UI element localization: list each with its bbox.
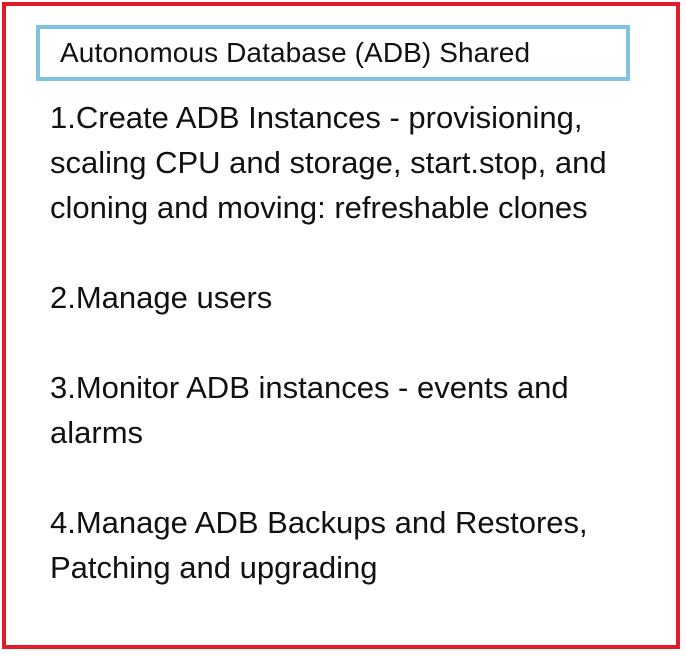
- document-frame: [2, 2, 680, 649]
- list-item-manage-users: 2.Manage users: [50, 280, 273, 315]
- list-item-create-instances: 1.Create ADB Instances - provisioning, s…: [50, 100, 607, 225]
- list-item-backups-restores: 4.Manage ADB Backups and Restores, Patch…: [50, 505, 588, 585]
- title-box: Autonomous Database (ADB) Shared: [36, 25, 630, 81]
- document-title: Autonomous Database (ADB) Shared: [60, 37, 531, 68]
- list-item-monitor-instances: 3.Monitor ADB instances - events and ala…: [50, 370, 569, 450]
- task-list: 1.Create ADB Instances - provisioning, s…: [50, 95, 650, 590]
